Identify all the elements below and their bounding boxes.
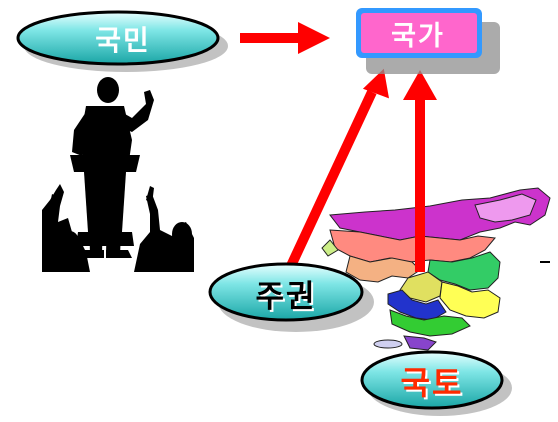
audience-silhouette-icon [42,184,194,272]
state-node [356,8,500,74]
territory-node [360,350,512,416]
sovereignty-node [208,262,374,332]
state-label: 국가 [391,20,445,52]
territory-label: 국토 [400,364,464,402]
people-label: 국민 [95,24,151,57]
sovereignty-label: 주권 [255,278,317,315]
people-node [16,10,228,72]
arrow-territory-to-state [403,70,437,272]
arrow-sovereignty-to-state [285,68,390,271]
korea-map-icon [321,187,551,351]
arrow-people-to-state [240,22,330,54]
speaker-silhouette-icon [70,77,154,258]
